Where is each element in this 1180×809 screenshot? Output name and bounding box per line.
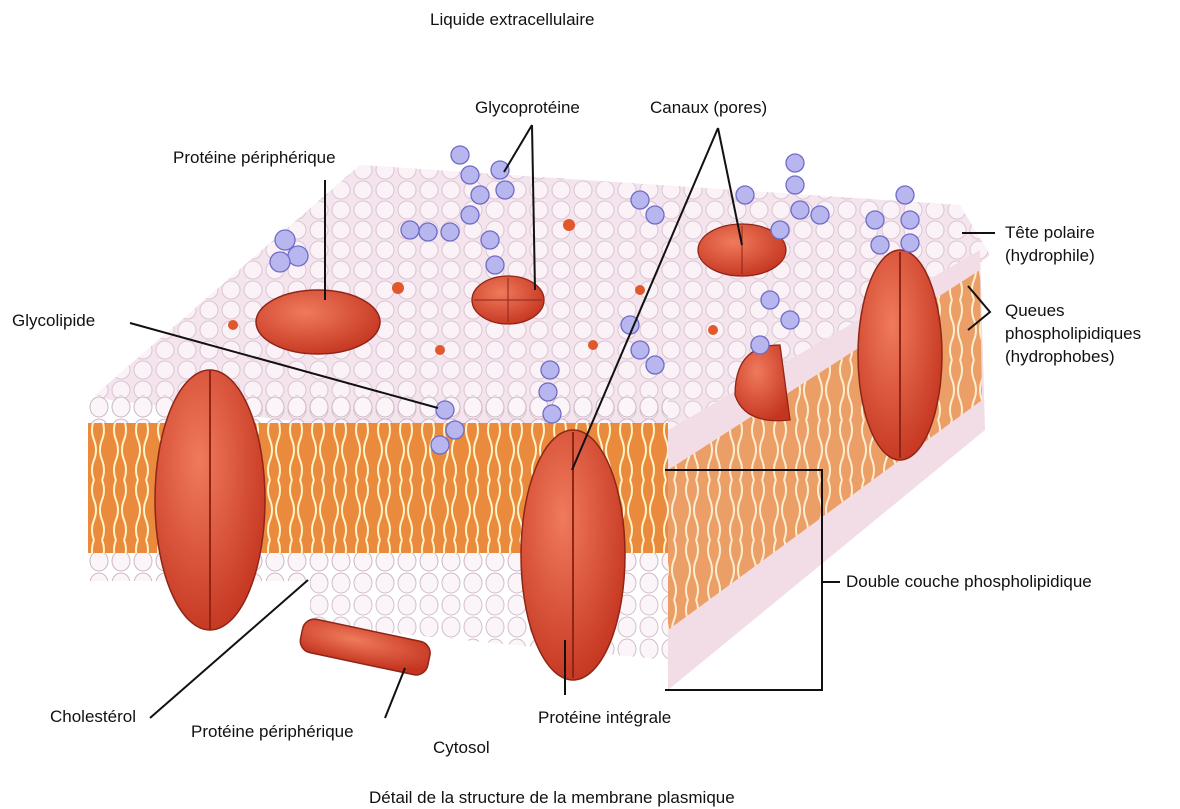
bilayer-label: Double couche phospholipidique [846,572,1092,592]
glycoprotein-label: Glycoprotéine [475,98,580,118]
polar-head-label-line2: (hydrophile) [1005,246,1095,266]
integral-protein-left [155,370,265,630]
peripheral-protein-bottom-label: Protéine périphérique [191,722,354,742]
integral-protein-right [858,250,942,460]
tails-label-line3: (hydrophobes) [1005,347,1115,367]
integral-protein-label: Protéine intégrale [538,708,671,728]
peripheral-protein-top [256,290,380,354]
tails-label-line2: phospholipidiques [1005,324,1141,344]
cholesterol-label: Cholestérol [50,707,136,727]
cytosol-label: Cytosol [433,738,490,758]
channel-protein-1 [472,276,544,324]
caption: Détail de la structure de la membrane pl… [369,788,735,808]
glycolipid-label: Glycolipide [12,311,95,331]
channels-label: Canaux (pores) [650,98,767,118]
polar-head-label-line1: Tête polaire [1005,223,1095,243]
tails-label-line1: Queues [1005,301,1065,321]
extracellular-label: Liquide extracellulaire [430,10,594,30]
peripheral-protein-top-label: Protéine périphérique [173,148,336,168]
